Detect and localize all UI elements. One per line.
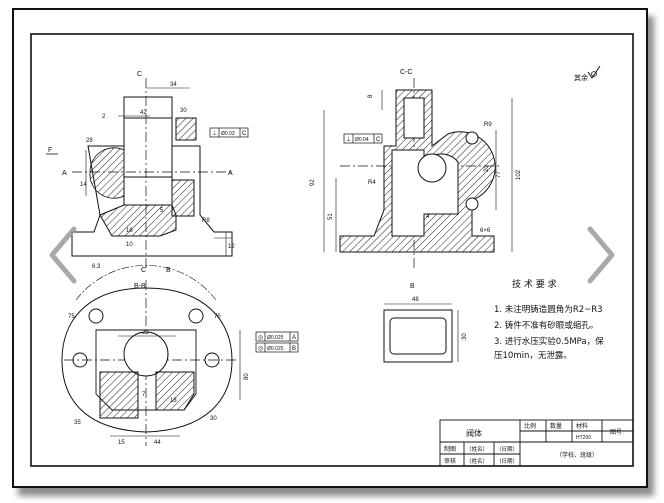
dim-77: 77: [496, 171, 502, 178]
dim-r9: R9: [484, 122, 492, 128]
svg-text:A: A: [292, 335, 296, 341]
title-block-part-name: 阀体: [466, 428, 482, 438]
notes-title: 技 术 要 求: [512, 278, 557, 290]
dim-16: 16: [126, 228, 133, 234]
section-label-c-top: C: [137, 71, 142, 78]
dim-42: 42: [140, 110, 147, 116]
dim-30: 30: [180, 108, 187, 114]
dim-6x6: 6×6: [480, 228, 491, 234]
next-image-button[interactable]: [580, 225, 620, 285]
svg-text:Ø0.025: Ø0.025: [267, 346, 284, 352]
svg-text:B: B: [292, 346, 296, 352]
title-block-drawn-name: （姓名）: [466, 445, 488, 453]
title-block-checked-label: 审核: [444, 457, 456, 465]
dim-r4: R4: [368, 180, 376, 186]
dim-18: 18: [170, 398, 177, 404]
section-label-b: B: [166, 267, 171, 274]
section-b-label-cc: B: [410, 283, 415, 290]
section-label-c-bottom: C: [141, 267, 146, 274]
notes-line-3: 3. 进行水压实验0.5MPa，保: [494, 336, 604, 347]
title-block-drawn-label: 制图: [444, 445, 456, 453]
dim-51: 51: [328, 213, 334, 220]
roughness-symbol: 其余: [574, 65, 601, 82]
svg-text:◎: ◎: [258, 335, 263, 341]
prev-image-button[interactable]: [44, 225, 84, 285]
tolerance-frame-2: ⊥ Ø0.04 C: [343, 133, 383, 144]
tolerance-frame-3: ◎ Ø0.025 A: [255, 331, 299, 342]
dim-75b: 75: [214, 314, 221, 320]
title-block-checked-date: （日期）: [496, 458, 518, 465]
dim-10: 10: [126, 242, 133, 248]
dim-44: 44: [154, 440, 161, 446]
dim-63: 6.3: [92, 264, 101, 270]
notes-line-2: 2. 铸件不准有砂眼或缩孔。: [494, 320, 598, 331]
notes-line-1: 1. 未注明铸造圆角为R2~R3: [494, 304, 603, 315]
dim-34: 34: [170, 82, 177, 88]
dim-20: 20: [484, 165, 490, 172]
chevron-left-icon: [49, 226, 77, 284]
dim-102: 102: [516, 169, 522, 180]
title-block-scale-label: 比例: [524, 422, 536, 430]
tolerance-frame-1: ⊥ Ø0.03 C: [209, 127, 249, 138]
dim-22: 22: [142, 330, 149, 336]
tolerance-frame-4: ◎ Ø0.025 B: [255, 342, 299, 353]
title-block-material-label: 材料: [576, 422, 588, 430]
section-cc-view: [323, 78, 513, 270]
notes-line-4: 压10min，无泄露。: [494, 350, 572, 361]
arrow-label-f: F: [48, 147, 52, 154]
svg-text:C: C: [376, 137, 381, 143]
dim-14: 14: [80, 182, 87, 188]
dim-48: 48: [412, 297, 419, 303]
svg-text:⊥: ⊥: [346, 136, 351, 143]
dim-15: 15: [118, 440, 125, 446]
section-label-a-right: A: [228, 170, 233, 177]
dim-12: 12: [228, 244, 235, 250]
inner-border: [30, 33, 634, 467]
chevron-right-icon: [587, 226, 615, 284]
section-label-a-left: A: [62, 170, 67, 177]
front-view: [71, 78, 233, 270]
dim-4: 4: [426, 214, 430, 220]
svg-text:C: C: [242, 131, 247, 137]
section-cc-title: C-C: [400, 69, 412, 76]
svg-text:其余: 其余: [574, 73, 588, 82]
svg-text:⊥: ⊥: [212, 130, 217, 137]
svg-text:Ø0.04: Ø0.04: [355, 137, 369, 143]
svg-text:Ø0.025: Ø0.025: [267, 335, 284, 341]
dim-r8: R8: [202, 218, 210, 224]
title-block-school: （学校、班级）: [556, 451, 598, 459]
title-block: [439, 419, 634, 467]
dim-30-view-b: 30: [462, 333, 468, 340]
dim-7: 7: [142, 392, 146, 398]
technical-notes: 技 术 要 求 1. 未注明铸造圆角为R2~R3 2. 铸件不准有砂眼或缩孔。 …: [494, 278, 604, 361]
dim-92: 92: [310, 179, 316, 186]
svg-text:Ø0.03: Ø0.03: [221, 131, 235, 137]
title-block-drawing-no-label: 图号: [610, 429, 622, 436]
dim-75a: 75: [68, 314, 75, 320]
svg-text:◎: ◎: [258, 346, 263, 352]
title-block-qty-label: 数量: [550, 422, 562, 430]
dim-35: 35: [74, 420, 81, 426]
dim-30b: 30: [210, 416, 217, 422]
title-block-drawn-date: （日期）: [496, 446, 518, 453]
view-b: [383, 303, 459, 363]
section-bb-view: [61, 265, 241, 446]
dim-sphere: 28: [86, 138, 93, 144]
title-block-checked-name: （姓名）: [466, 457, 488, 465]
dim-80: 80: [244, 373, 250, 380]
title-block-material: HT200: [576, 435, 591, 441]
dim-5: 5: [160, 208, 164, 214]
dim-2: 2: [102, 114, 106, 120]
section-bb-title: B-B: [134, 283, 146, 290]
dim-8: 8: [368, 94, 374, 98]
